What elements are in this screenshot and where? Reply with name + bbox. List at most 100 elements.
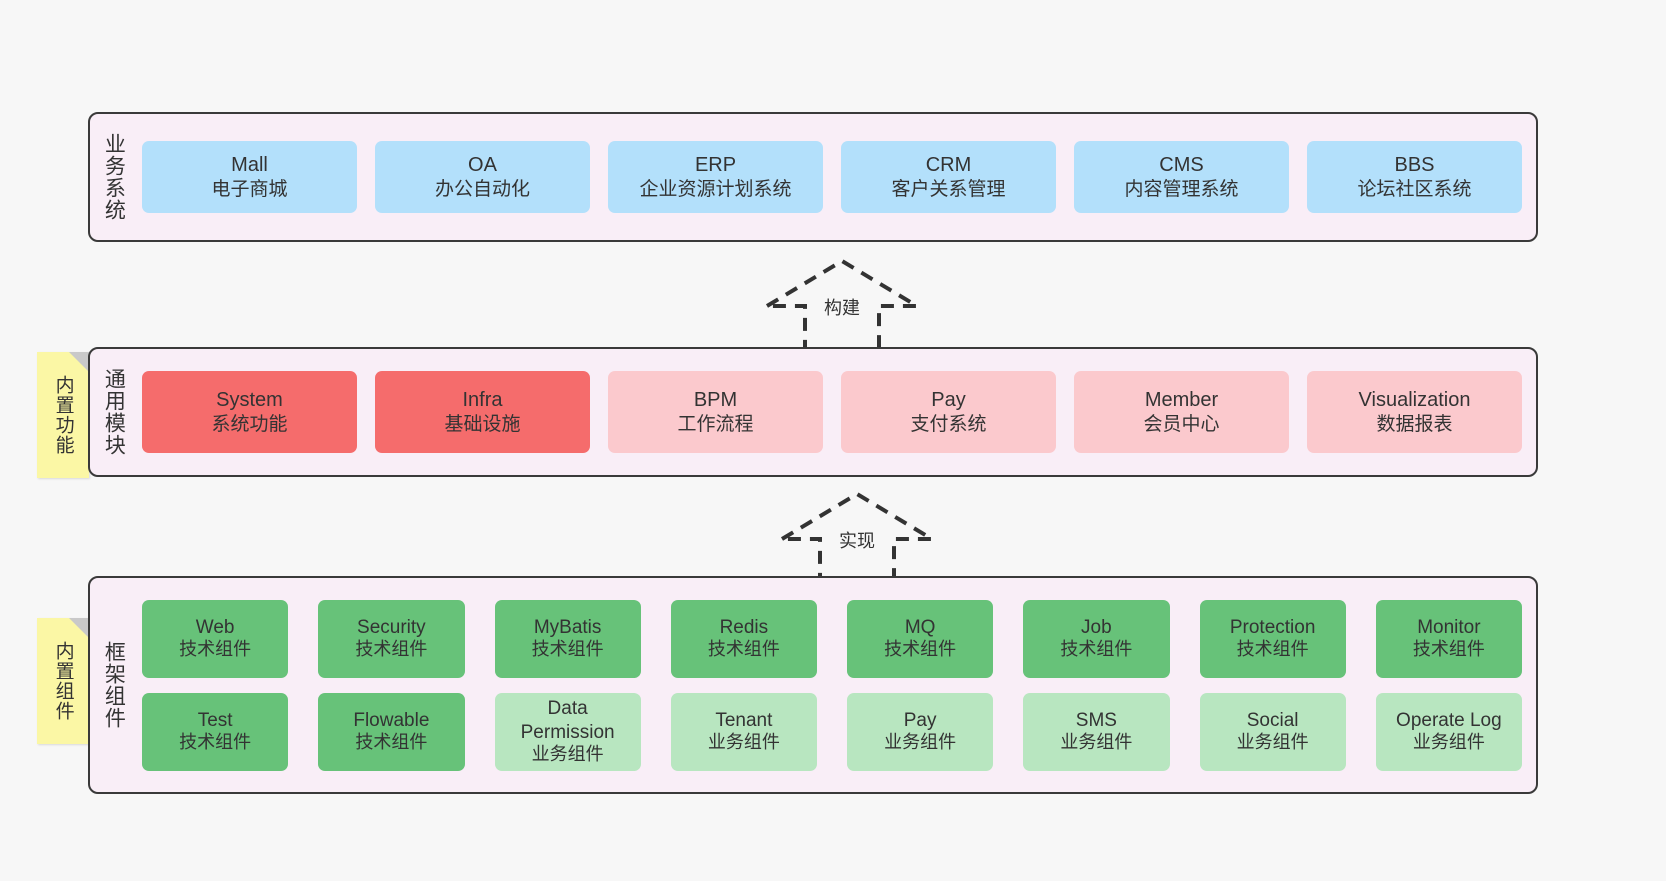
card-tenant-subtitle: 业务组件 [707, 732, 780, 753]
card-erp-subtitle: 企业资源计划系统 [639, 178, 792, 200]
card-member-title: Member [1144, 389, 1219, 412]
card-protection-subtitle: 技术组件 [1236, 639, 1309, 660]
card-pay-component[interactable]: Pay 业务组件 [847, 692, 994, 771]
sticky-note-builtin-features-text: 内置功能 [52, 375, 74, 455]
card-mybatis[interactable]: MyBatis 技术组件 [494, 599, 641, 678]
card-social-title: Social [1246, 709, 1299, 731]
card-visualization-subtitle: 数据报表 [1376, 413, 1453, 435]
card-mybatis-subtitle: 技术组件 [531, 639, 604, 660]
card-test-subtitle: 技术组件 [179, 732, 252, 753]
card-bpm[interactable]: BPM 工作流程 [608, 371, 823, 453]
card-mq[interactable]: MQ 技术组件 [847, 599, 994, 678]
card-data-permission-subtitle: 业务组件 [531, 743, 604, 764]
card-security[interactable]: Security 技术组件 [318, 599, 465, 678]
card-mq-title: MQ [904, 616, 936, 638]
common-modules-row: System 系统功能 Infra 基础设施 BPM 工作流程 Pay 支付系统… [142, 371, 1522, 453]
card-erp[interactable]: ERP 企业资源计划系统 [608, 141, 823, 213]
card-cms-subtitle: 内容管理系统 [1124, 178, 1239, 200]
card-bbs-title: BBS [1394, 154, 1435, 177]
card-web[interactable]: Web 技术组件 [142, 599, 289, 678]
card-web-subtitle: 技术组件 [179, 639, 252, 660]
layer-framework-components: 框架组件 Web 技术组件 Security 技术组件 MyBatis 技术组件… [88, 576, 1538, 794]
card-test[interactable]: Test 技术组件 [142, 692, 289, 771]
card-system-subtitle: 系统功能 [211, 413, 288, 435]
card-member-subtitle: 会员中心 [1143, 413, 1220, 435]
business-system-row: Mall 电子商城 OA 办公自动化 ERP 企业资源计划系统 CRM 客户关系… [142, 141, 1522, 213]
card-protection-title: Protection [1229, 616, 1316, 638]
card-data-permission-title: Data Permission [520, 698, 615, 743]
card-data-permission[interactable]: Data Permission 业务组件 [494, 692, 641, 771]
card-job[interactable]: Job 技术组件 [1023, 599, 1170, 678]
card-infra-subtitle: 基础设施 [444, 413, 521, 435]
card-operate-log-title: Operate Log [1396, 709, 1502, 731]
card-monitor-subtitle: 技术组件 [1412, 639, 1485, 660]
card-redis[interactable]: Redis 技术组件 [670, 599, 817, 678]
card-infra-title: Infra [462, 389, 503, 412]
card-flowable-title: Flowable [353, 709, 430, 731]
card-pay-component-title: Pay [903, 709, 937, 731]
card-web-title: Web [195, 616, 235, 638]
connector-realize: 实现 [772, 489, 942, 589]
card-system[interactable]: System 系统功能 [142, 371, 357, 453]
card-infra[interactable]: Infra 基础设施 [375, 371, 590, 453]
layer-common-modules: 通用模块 System 系统功能 Infra 基础设施 BPM 工作流程 Pay [88, 347, 1538, 477]
card-bbs[interactable]: BBS 论坛社区系统 [1307, 141, 1522, 213]
card-bbs-subtitle: 论坛社区系统 [1357, 178, 1472, 200]
card-sms-subtitle: 业务组件 [1060, 732, 1133, 753]
card-test-title: Test [197, 709, 233, 731]
card-job-subtitle: 技术组件 [1060, 639, 1133, 660]
card-security-title: Security [357, 616, 426, 638]
framework-components-row-2: Test 技术组件 Flowable 技术组件 Data Permission … [142, 692, 1522, 771]
layer-framework-components-body: Web 技术组件 Security 技术组件 MyBatis 技术组件 Redi… [136, 578, 1536, 792]
card-crm-subtitle: 客户关系管理 [891, 178, 1006, 200]
card-flowable[interactable]: Flowable 技术组件 [318, 692, 465, 771]
card-bpm-subtitle: 工作流程 [677, 413, 754, 435]
framework-components-row-1: Web 技术组件 Security 技术组件 MyBatis 技术组件 Redi… [142, 599, 1522, 678]
card-flowable-subtitle: 技术组件 [355, 732, 428, 753]
card-monitor[interactable]: Monitor 技术组件 [1375, 599, 1522, 678]
card-tenant[interactable]: Tenant 业务组件 [670, 692, 817, 771]
card-system-title: System [216, 389, 283, 412]
card-job-title: Job [1081, 616, 1112, 638]
card-member[interactable]: Member 会员中心 [1074, 371, 1289, 453]
connector-realize-shape [774, 491, 940, 586]
card-oa[interactable]: OA 办公自动化 [375, 141, 590, 213]
layer-common-modules-body: System 系统功能 Infra 基础设施 BPM 工作流程 Pay 支付系统… [136, 349, 1536, 475]
card-operate-log-subtitle: 业务组件 [1412, 732, 1485, 753]
sticky-note-builtin-features: 内置功能 [37, 352, 89, 478]
page-fold-icon [69, 352, 89, 372]
layer-business-system: 业务系统 Mall 电子商城 OA 办公自动化 ERP 企业资源计划系统 CRM [88, 112, 1538, 242]
connector-build: 构建 [757, 256, 927, 356]
card-monitor-title: Monitor [1417, 616, 1481, 638]
card-protection[interactable]: Protection 技术组件 [1199, 599, 1346, 678]
card-oa-subtitle: 办公自动化 [434, 178, 530, 200]
card-social[interactable]: Social 业务组件 [1199, 692, 1346, 771]
card-cms[interactable]: CMS 内容管理系统 [1074, 141, 1289, 213]
card-operate-log[interactable]: Operate Log 业务组件 [1375, 692, 1522, 771]
layer-business-system-title: 业务系统 [102, 133, 126, 221]
card-security-subtitle: 技术组件 [355, 639, 428, 660]
card-pay-module[interactable]: Pay 支付系统 [841, 371, 1056, 453]
card-cms-title: CMS [1159, 154, 1204, 177]
sticky-note-builtin-components-text: 内置组件 [52, 641, 74, 721]
card-crm-title: CRM [925, 154, 972, 177]
card-sms[interactable]: SMS 业务组件 [1023, 692, 1170, 771]
card-tenant-title: Tenant [715, 709, 773, 731]
card-mall-subtitle: 电子商城 [211, 178, 288, 200]
card-pay-module-title: Pay [931, 389, 966, 412]
layer-business-system-body: Mall 电子商城 OA 办公自动化 ERP 企业资源计划系统 CRM 客户关系… [136, 114, 1536, 240]
card-crm[interactable]: CRM 客户关系管理 [841, 141, 1056, 213]
card-erp-title: ERP [694, 154, 737, 177]
layer-framework-components-title: 框架组件 [102, 641, 126, 729]
card-pay-component-subtitle: 业务组件 [884, 732, 957, 753]
card-social-subtitle: 业务组件 [1236, 732, 1309, 753]
page-fold-icon [69, 618, 89, 638]
card-mq-subtitle: 技术组件 [884, 639, 957, 660]
layer-common-modules-title: 通用模块 [102, 368, 126, 456]
card-redis-title: Redis [719, 616, 769, 638]
card-visualization[interactable]: Visualization 数据报表 [1307, 371, 1522, 453]
card-mybatis-title: MyBatis [533, 616, 602, 638]
card-mall[interactable]: Mall 电子商城 [142, 141, 357, 213]
card-mall-title: Mall [231, 154, 268, 177]
